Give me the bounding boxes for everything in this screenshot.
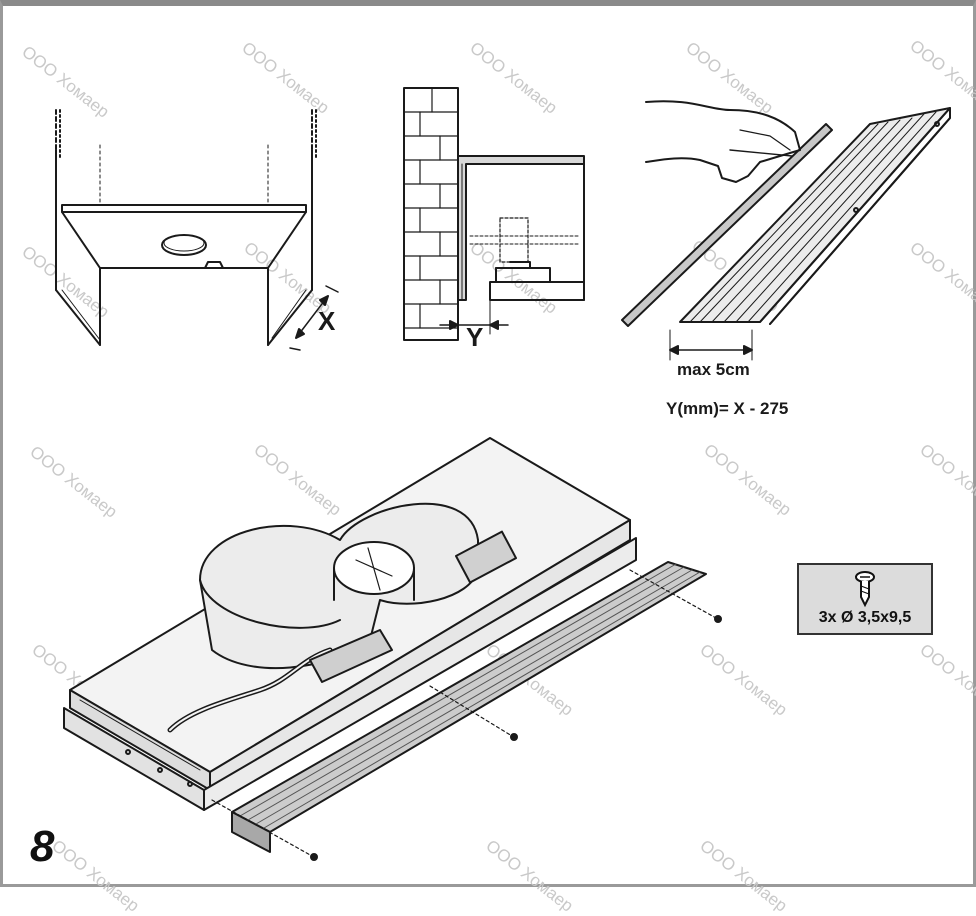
figure-frame: [0, 0, 976, 887]
wall-cabinet-illustration: [403, 87, 585, 341]
dimension-y-label: Y: [466, 322, 484, 352]
screw-spec-text: 3x Ø 3,5x9,5: [818, 609, 912, 626]
cutting-strip-illustration: [621, 100, 951, 361]
hood-unit-illustration: [63, 437, 722, 861]
dimension-x-label: X: [318, 306, 336, 336]
assembly-diagram: [55, 87, 951, 861]
screw-icon: [855, 571, 875, 608]
step-number: 8: [30, 822, 55, 871]
screw-spec-panel: 3x Ø 3,5x9,5: [797, 563, 933, 635]
max-length-label: max 5cm: [677, 360, 750, 379]
cabinet-hood-illustration: [55, 109, 339, 351]
formula-label: Y(mm)= X - 275: [666, 399, 789, 418]
